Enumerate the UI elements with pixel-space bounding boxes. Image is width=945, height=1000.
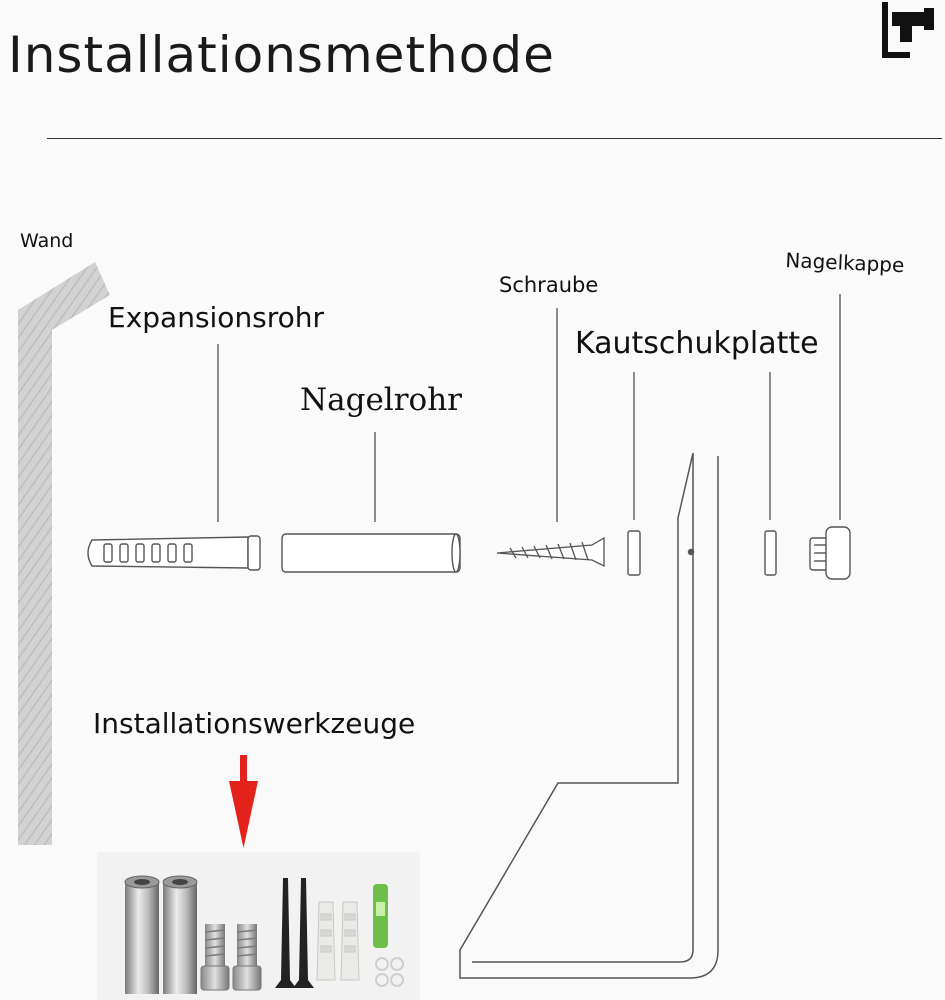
screw-icon xyxy=(275,878,314,988)
label-kautschukplatte: Kautschukplatte xyxy=(575,326,819,361)
arrow-down-icon xyxy=(229,755,258,848)
tube-icon xyxy=(124,875,198,994)
label-nagelkappe: Nagelkappe xyxy=(784,248,905,278)
tools-photo xyxy=(97,852,420,1000)
rubber-plate-2 xyxy=(764,530,777,576)
wall-section xyxy=(18,262,110,845)
l-bracket xyxy=(459,452,719,979)
label-expansionsrohr: Expansionsrohr xyxy=(108,301,325,334)
nail-tube xyxy=(281,533,461,573)
label-schraube: Schraube xyxy=(499,273,599,297)
nail-cap xyxy=(809,526,851,580)
expansion-anchor xyxy=(87,535,261,571)
spirit-level-icon xyxy=(373,884,388,948)
label-installationswerkzeuge: Installationswerkzeuge xyxy=(93,707,416,740)
label-nagelrohr: Nagelrohr xyxy=(300,382,462,418)
page-title: Installationsmethode xyxy=(8,26,555,84)
screw xyxy=(496,536,605,568)
title-divider xyxy=(47,138,942,139)
label-wand: Wand xyxy=(20,230,74,252)
drill-icon xyxy=(882,2,934,58)
anchor-icon xyxy=(316,901,360,981)
washer-icon xyxy=(375,957,404,987)
bolt-icon xyxy=(200,924,262,991)
rubber-plate-1 xyxy=(627,530,641,576)
